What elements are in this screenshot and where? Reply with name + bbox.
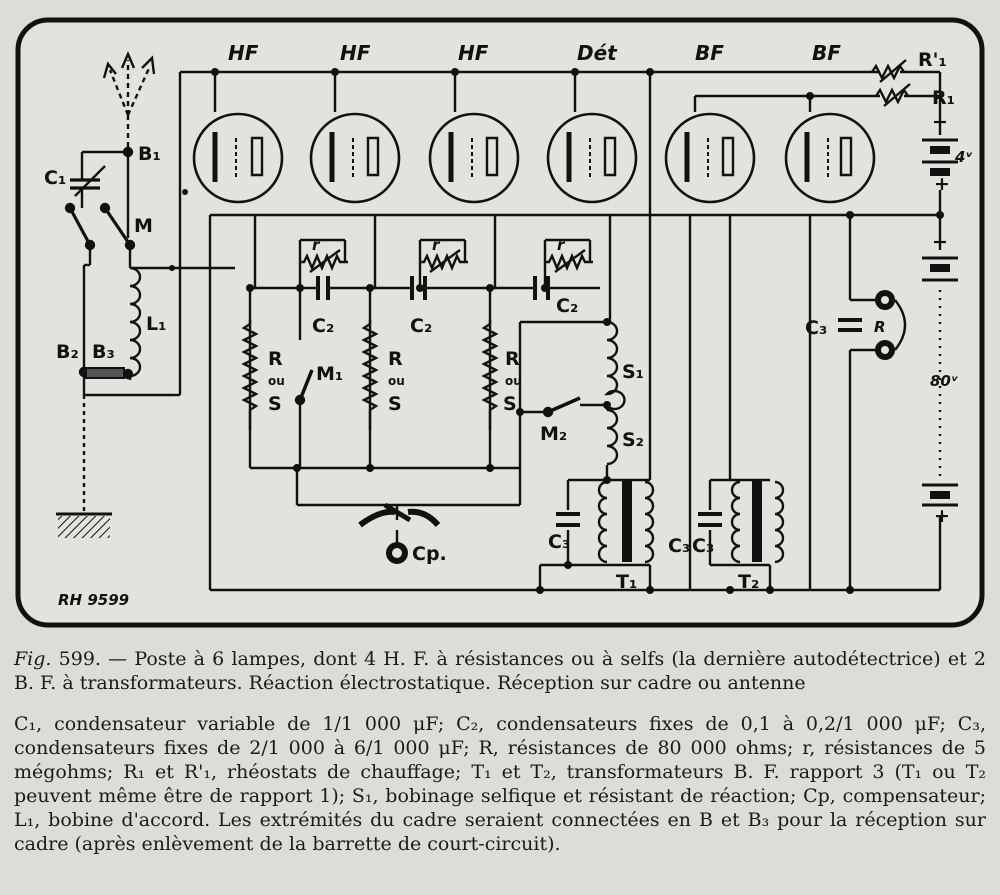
coil-s2 bbox=[606, 408, 619, 466]
label-c3-1: C₃ bbox=[548, 531, 570, 553]
stage-label-5: BF bbox=[695, 41, 724, 65]
label-c2-2: C₂ bbox=[410, 315, 432, 337]
label-ou-3: ou bbox=[505, 374, 522, 388]
label-s1: S₁ bbox=[622, 361, 644, 383]
minus-sign-2: − bbox=[932, 231, 948, 253]
ground-symbol bbox=[56, 512, 112, 538]
stage-label-4: Dét bbox=[577, 41, 618, 65]
battery-80v-bottom bbox=[922, 483, 958, 507]
antenna-symbol bbox=[102, 50, 156, 150]
label-c3-output: C₃ bbox=[805, 317, 827, 339]
label-cp: Cp. bbox=[412, 543, 447, 565]
resistor-r-2 bbox=[420, 249, 468, 273]
label-l1: L₁ bbox=[146, 313, 166, 335]
label-m1: M₁ bbox=[316, 363, 343, 385]
tuning-circuit bbox=[64, 146, 172, 512]
label-b1: B₁ bbox=[138, 143, 161, 165]
reference-code: RH 9599 bbox=[58, 591, 129, 609]
switch-m1 bbox=[294, 288, 314, 468]
diagram-frame bbox=[15, 17, 985, 628]
label-c3-3: C₃ bbox=[692, 535, 714, 557]
label-b3: B₃ bbox=[92, 341, 115, 363]
label-m: M bbox=[134, 215, 153, 237]
plus-sign-2: + bbox=[934, 505, 950, 527]
stage-label-6: BF bbox=[812, 41, 841, 65]
tube-5 bbox=[664, 112, 756, 204]
switch-m2 bbox=[542, 396, 581, 418]
circuit-diagram: HF HF HF Dét BF BF R'₁ R₁ − + 4ᵛ − 80ᵛ + bbox=[15, 17, 985, 628]
compensator-cp bbox=[358, 502, 441, 564]
label-c2-3: C₂ bbox=[556, 295, 578, 317]
resistor-r-1 bbox=[300, 249, 348, 273]
capacitor-c2-1 bbox=[316, 276, 330, 300]
label-t1: T₁ bbox=[616, 571, 637, 593]
label-m2: M₂ bbox=[540, 423, 567, 445]
tube-2 bbox=[309, 112, 401, 204]
figure-legend: C₁, condensateur variable de 1/1 000 μF;… bbox=[14, 713, 986, 855]
fig-label: Fig. bbox=[14, 648, 52, 670]
label-t2: T₂ bbox=[738, 571, 759, 593]
stage-label-2: HF bbox=[340, 41, 371, 65]
label-R-3: R bbox=[505, 348, 520, 370]
label-r-small-3: r bbox=[557, 236, 566, 254]
label-r1: R₁ bbox=[932, 87, 955, 109]
label-R-1: R bbox=[268, 348, 283, 370]
tube-4 bbox=[546, 112, 638, 204]
minus-sign-1: − bbox=[932, 111, 948, 133]
label-c3-2: C₃ bbox=[668, 535, 690, 557]
label-ou-1: ou bbox=[268, 374, 285, 388]
label-r1-prime: R'₁ bbox=[918, 49, 947, 71]
label-S-3: S bbox=[503, 393, 517, 415]
label-S-2: S bbox=[388, 393, 402, 415]
output-jacks bbox=[875, 290, 907, 360]
capacitor-c3-t2 bbox=[698, 512, 722, 527]
label-80v: 80ᵛ bbox=[930, 372, 959, 390]
label-s2: S₂ bbox=[622, 429, 644, 451]
stage-label-3: HF bbox=[458, 41, 489, 65]
plus-sign-1: + bbox=[934, 173, 950, 195]
label-r-small-2: r bbox=[432, 236, 441, 254]
rheostat-r1 bbox=[875, 83, 940, 107]
capacitor-c3-output bbox=[838, 318, 862, 332]
rheostat-r1-prime bbox=[871, 59, 942, 96]
capacitor-c2-2 bbox=[410, 276, 427, 300]
tube-3 bbox=[428, 112, 520, 204]
label-4v: 4ᵛ bbox=[954, 148, 973, 166]
figure-caption: Fig. 599. — Poste à 6 lampes, dont 4 H. … bbox=[14, 647, 986, 695]
label-output-R: R bbox=[874, 318, 886, 336]
label-c1: C₁ bbox=[44, 167, 66, 189]
label-c2-1: C₂ bbox=[312, 315, 334, 337]
transformer-t1 bbox=[597, 480, 655, 564]
resistor-r-3 bbox=[545, 249, 593, 273]
resistor-R-2 bbox=[361, 320, 379, 430]
capacitor-c2-3 bbox=[533, 276, 550, 300]
label-S-1: S bbox=[268, 393, 282, 415]
tube-1 bbox=[192, 112, 284, 204]
caption-text: 599. — Poste à 6 lampes, dont 4 H. F. à … bbox=[14, 648, 986, 694]
label-r-small-1: r bbox=[312, 236, 321, 254]
resistor-R-1 bbox=[241, 320, 259, 430]
resistor-R-3 bbox=[481, 320, 499, 430]
tube-6 bbox=[784, 112, 876, 204]
battery-4v bbox=[922, 138, 958, 176]
coil-s1 bbox=[604, 320, 626, 411]
stage-label-1: HF bbox=[228, 41, 259, 65]
label-R-2: R bbox=[388, 348, 403, 370]
label-ou-2: ou bbox=[388, 374, 405, 388]
battery-80v-top bbox=[922, 256, 958, 282]
capacitor-c3-t1 bbox=[556, 512, 580, 527]
label-b2: B₂ bbox=[56, 341, 79, 363]
transformer-t2 bbox=[730, 480, 785, 564]
